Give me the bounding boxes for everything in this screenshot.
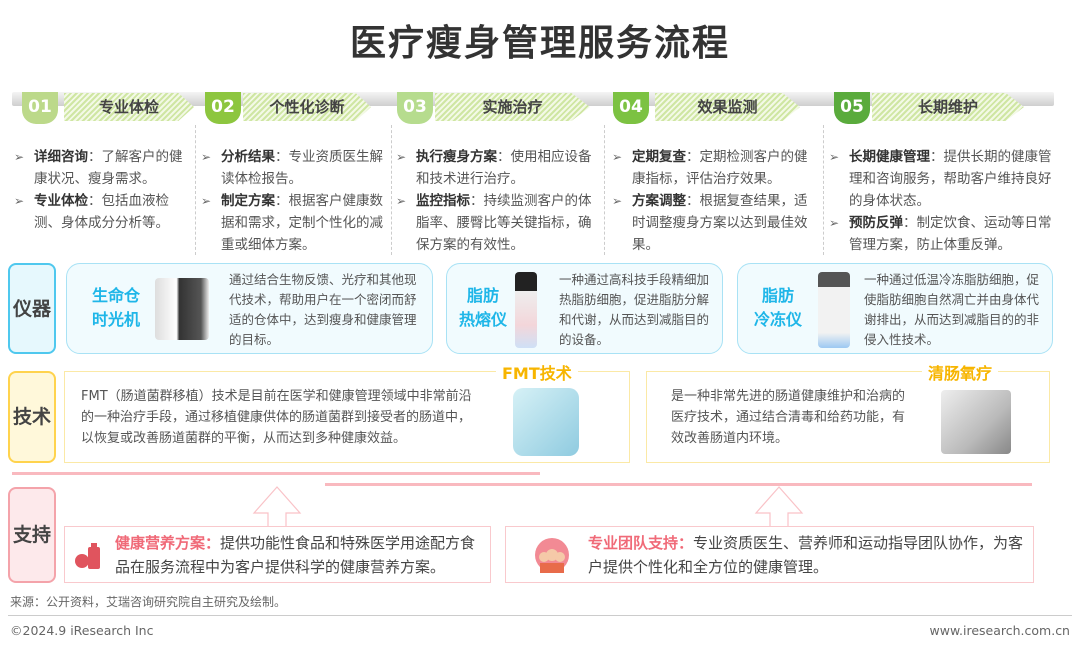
step-3-details: 执行瘦身方案：使用相应设备和技术进行治疗。 监控指标：持续监测客户的体脂率、腰臀… — [396, 146, 604, 256]
name-line: 脂肪 — [761, 286, 794, 305]
instrument-desc: 一种通过低温冷冻脂肪细胞，促使脂肪细胞自然凋亡并由身体代谢排出，从而达到减脂目的… — [864, 272, 1040, 347]
copyright: ©2024.9 iResearch Inc — [10, 623, 154, 638]
support-text: 健康营养方案：提供功能性食品和特殊医学用途配方食品在服务流程中为客户提供科学的健… — [115, 531, 487, 579]
step-2-label: 个性化诊断 — [243, 93, 371, 121]
row-label-support: 支持 — [8, 487, 56, 583]
nutrition-icon — [75, 543, 100, 569]
support-box-team: 专业团队支持：专业资质医生、营养师和运动指导团队协作，为客户提供个性化和全方位的… — [505, 526, 1034, 583]
list-item: 方案调整：根据复查结果，适时调整瘦身方案以达到最佳效果。 — [612, 190, 820, 256]
step-1-details: 详细咨询：了解客户的健康状况、瘦身需求。 专业体检：包括血液检测、身体成分分析等… — [14, 146, 192, 234]
name-line: 时光机 — [91, 310, 140, 329]
item-key: 监控指标 — [416, 193, 470, 209]
item-key: 执行瘦身方案 — [416, 149, 497, 165]
page-title: 医疗瘦身管理服务流程 — [349, 23, 730, 64]
row-label-instrument: 仪器 — [8, 263, 56, 354]
colon-therapy-device-image — [941, 390, 1011, 454]
divider — [823, 125, 824, 255]
list-item: 分析结果：专业资质医生解读体检报告。 — [201, 146, 391, 190]
step-4-details: 定期复查：定期检测客户的健康指标，评估治疗效果。 方案调整：根据复查结果，适时调… — [612, 146, 820, 256]
divider — [604, 125, 605, 255]
list-item: 专业体检：包括血液检测、身体成分分析等。 — [14, 190, 192, 234]
cryolipolysis-device-image — [818, 272, 850, 348]
list-item: 预防反弹：制定饮食、运动等日常管理方案，防止体重反弹。 — [829, 212, 1061, 256]
item-key: 长期健康管理 — [849, 149, 930, 165]
name-line: 热熔仪 — [458, 310, 507, 329]
up-arrow-icon — [252, 486, 302, 528]
list-item: 长期健康管理：提供长期的健康管理和咨询服务，帮助客户维持良好的身体状态。 — [829, 146, 1061, 212]
item-key: 预防反弹 — [849, 215, 903, 231]
name-line: 脂肪 — [466, 286, 499, 305]
list-item: 详细咨询：了解客户的健康状况、瘦身需求。 — [14, 146, 192, 190]
step-4-number: 04 — [613, 92, 649, 124]
separator-line — [325, 483, 1032, 486]
row-label-tech: 技术 — [8, 371, 56, 463]
step-5-details: 长期健康管理：提供长期的健康管理和咨询服务，帮助客户维持良好的身体状态。 预防反… — [829, 146, 1061, 256]
step-3-label: 实施治疗 — [435, 93, 590, 121]
support-text: 专业团队支持：专业资质医生、营养师和运动指导团队协作，为客户提供个性化和全方位的… — [588, 531, 1028, 579]
list-item: 监控指标：持续监测客户的体脂率、腰臀比等关键指标，确保方案的有效性。 — [396, 190, 604, 256]
up-arrow-icon — [754, 486, 804, 528]
step-1-label: 专业体检 — [64, 93, 194, 121]
separator-line — [12, 472, 540, 475]
step-5-number: 05 — [834, 92, 870, 124]
item-text: ：根据复查结果，适时调整瘦身方案以达到最佳效果。 — [632, 193, 808, 253]
fmt-capsule-image — [513, 388, 579, 456]
divider — [391, 125, 392, 255]
support-desc: 专业资质医生、营养师和运动指导团队协作，为客户提供个性化和全方位的健康管理。 — [588, 534, 1024, 576]
tech-box-fmt: FMT（肠道菌群移植）技术是目前在医学和健康管理领域中非常前沿的一种治疗手段，通… — [64, 371, 630, 463]
instrument-name: 脂肪冷冻仪 — [748, 284, 808, 332]
step-3-number: 03 — [397, 92, 433, 124]
item-text: ：提供长期的健康管理和咨询服务，帮助客户维持良好的身体状态。 — [849, 149, 1052, 209]
item-key: 定期复查 — [632, 149, 686, 165]
tech-title-fmt: FMT技术 — [496, 360, 578, 384]
instrument-name: 生命仓时光机 — [81, 284, 151, 332]
support-title: 健康营养方案： — [115, 534, 221, 552]
support-desc: 提供功能性食品和特殊医学用途配方食品在服务流程中为客户提供科学的健康营养方案。 — [115, 534, 476, 576]
list-item: 制定方案：根据客户健康数据和需求，定制个性化的减重或细体方案。 — [201, 190, 391, 256]
step-1-number: 01 — [22, 92, 58, 124]
item-key: 分析结果 — [221, 149, 275, 165]
fat-melting-device-image — [515, 272, 537, 348]
team-icon — [535, 538, 569, 573]
item-text: ：持续监测客户的体脂率、腰臀比等关键指标，确保方案的有效性。 — [416, 193, 592, 253]
tech-desc: FMT（肠道菌群移植）技术是目前在医学和健康管理领域中非常前沿的一种治疗手段，通… — [81, 389, 472, 446]
item-text: ：包括血液检测、身体成分分析等。 — [34, 193, 169, 231]
item-key: 详细咨询 — [34, 149, 88, 165]
support-title: 专业团队支持： — [588, 534, 694, 552]
step-2-number: 02 — [205, 92, 241, 124]
list-item: 执行瘦身方案：使用相应设备和技术进行治疗。 — [396, 146, 604, 190]
step-4-label: 效果监测 — [655, 93, 800, 121]
instrument-card-2: 脂肪热熔仪 一种通过高科技手段精细加热脂肪细胞，促进脂肪分解和代谢，从而达到减脂… — [446, 263, 723, 354]
item-text: ：专业资质医生解读体检报告。 — [221, 149, 383, 187]
step-5-label: 长期维护 — [872, 93, 1024, 121]
item-key: 专业体检 — [34, 193, 88, 209]
tech-box-colon: 是一种非常先进的肠道健康维护和治病的医疗技术，通过结合清毒和给药功能，有效改善肠… — [646, 371, 1050, 463]
name-line: 生命仓 — [91, 286, 140, 305]
item-text: ：定期检测客户的健康指标，评估治疗效果。 — [632, 149, 808, 187]
item-key: 制定方案 — [221, 193, 275, 209]
support-box-nutrition: 健康营养方案：提供功能性食品和特殊医学用途配方食品在服务流程中为客户提供科学的健… — [64, 526, 491, 583]
step-2-details: 分析结果：专业资质医生解读体检报告。 制定方案：根据客户健康数据和需求，定制个性… — [201, 146, 391, 256]
instrument-card-3: 脂肪冷冻仪 一种通过低温冷冻脂肪细胞，促使脂肪细胞自然凋亡并由身体代谢排出，从而… — [737, 263, 1053, 354]
item-text: ：根据客户健康数据和需求，定制个性化的减重或细体方案。 — [221, 193, 383, 253]
item-text: ：使用相应设备和技术进行治疗。 — [416, 149, 592, 187]
instrument-desc: 一种通过高科技手段精细加热脂肪细胞，促进脂肪分解和代谢，从而达到减脂目的的设备。 — [559, 272, 710, 347]
item-key: 方案调整 — [632, 193, 686, 209]
tech-title-colon: 清肠氧疗 — [922, 360, 999, 384]
instrument-desc: 通过结合生物反馈、光疗和其他现代技术，帮助用户在一个密闭而舒适的仓体中，达到瘦身… — [229, 272, 417, 347]
divider — [195, 125, 196, 255]
instrument-name: 脂肪热熔仪 — [453, 284, 513, 332]
item-text: ：制定饮食、运动等日常管理方案，防止体重反弹。 — [849, 215, 1052, 253]
footer-divider — [8, 615, 1072, 616]
source-note: 来源：公开资料，艾瑞咨询研究院自主研究及绘制。 — [10, 595, 287, 609]
item-text: ：了解客户的健康状况、瘦身需求。 — [34, 149, 183, 187]
tech-desc: 是一种非常先进的肠道健康维护和治病的医疗技术，通过结合清毒和给药功能，有效改善肠… — [671, 389, 906, 446]
life-capsule-image — [155, 278, 209, 340]
name-line: 冷冻仪 — [753, 310, 802, 329]
website-link[interactable]: www.iresearch.com.cn — [929, 623, 1071, 638]
instrument-card-1: 生命仓时光机 通过结合生物反馈、光疗和其他现代技术，帮助用户在一个密闭而舒适的仓… — [66, 263, 433, 354]
list-item: 定期复查：定期检测客户的健康指标，评估治疗效果。 — [612, 146, 820, 190]
